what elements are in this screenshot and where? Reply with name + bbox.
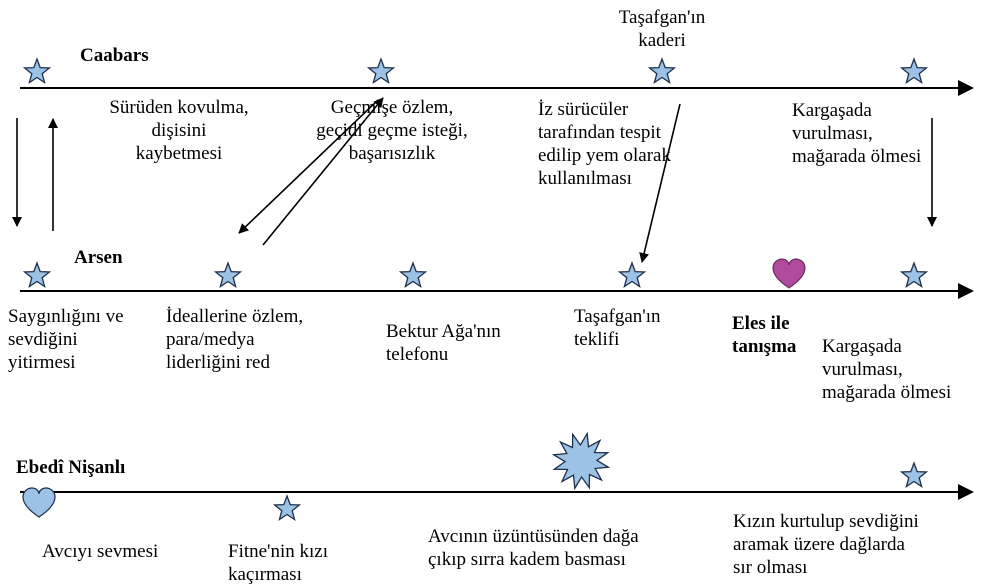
star-icon xyxy=(647,57,677,84)
star-icon xyxy=(366,57,396,84)
star-icon xyxy=(272,494,302,521)
timeline-arrowhead xyxy=(958,484,974,500)
timeline-title-caabars: Caabars xyxy=(80,45,149,66)
star-icon xyxy=(617,261,647,288)
star-icon xyxy=(22,261,52,288)
star-icon xyxy=(22,57,52,84)
timeline-arrowhead xyxy=(958,283,974,299)
event-label: Avcıyı sevmesi xyxy=(42,541,159,562)
star-icon xyxy=(899,461,929,488)
star-icon xyxy=(899,261,929,288)
star-icon xyxy=(213,261,243,288)
timeline-title-ebedi-nisanli: Ebedî Nişanlı xyxy=(16,457,126,478)
connector-arrow xyxy=(262,97,384,246)
event-label: Geçmişe özlem,geçidi geçme isteği,başarı… xyxy=(316,97,468,164)
timeline-title-arsen: Arsen xyxy=(74,247,123,268)
connector-arrow xyxy=(639,103,681,263)
connector-arrow xyxy=(238,99,379,234)
heart-icon xyxy=(772,258,806,289)
star-icon xyxy=(899,57,929,84)
burst-icon xyxy=(551,431,611,491)
heart-icon xyxy=(22,487,56,518)
star-icon xyxy=(398,261,428,288)
timeline-arrowhead xyxy=(958,80,974,96)
